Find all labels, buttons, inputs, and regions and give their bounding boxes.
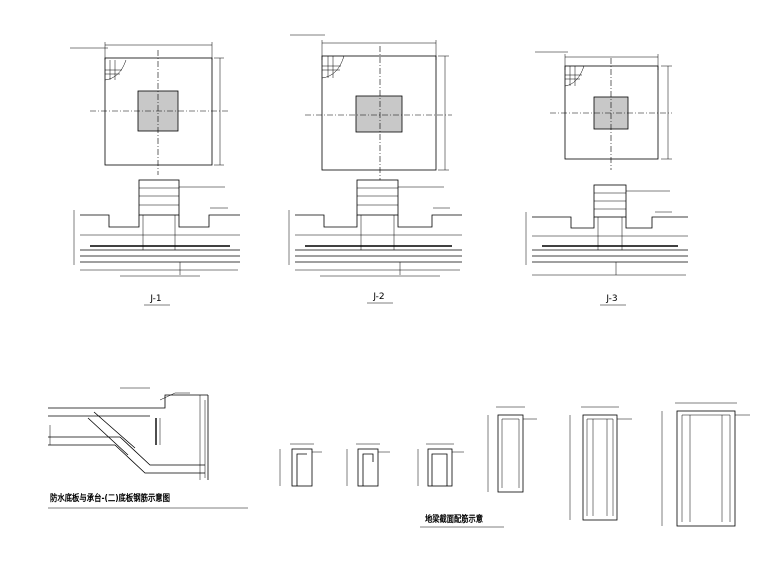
beam-section-3 <box>417 443 464 487</box>
footing-j3-plan <box>535 51 672 170</box>
footing-j3-section <box>525 184 688 276</box>
beam-section-1 <box>279 443 322 487</box>
footing-j2-section <box>288 179 462 277</box>
footing-j1-section <box>73 179 240 277</box>
footing-j2-plan <box>290 34 452 180</box>
footing-label-j2: J-2 <box>372 292 384 302</box>
footing-labels: J-1 J-2 J-3 <box>144 292 626 306</box>
raft-slab-detail <box>48 387 209 480</box>
footing-label-j1: J-1 <box>149 294 161 304</box>
beam-section-2 <box>346 443 390 487</box>
raft-slab-detail-caption: 防水底板与承台-(二)底板钢筋示意图 <box>50 492 170 504</box>
beam-section-5 <box>569 406 632 521</box>
footing-label-j3: J-3 <box>605 294 617 304</box>
beam-sections-caption: 地梁截面配筋示意 <box>425 513 483 525</box>
footing-j1-plan <box>70 42 228 175</box>
beam-section-6 <box>661 402 750 527</box>
beam-section-4 <box>487 406 537 493</box>
